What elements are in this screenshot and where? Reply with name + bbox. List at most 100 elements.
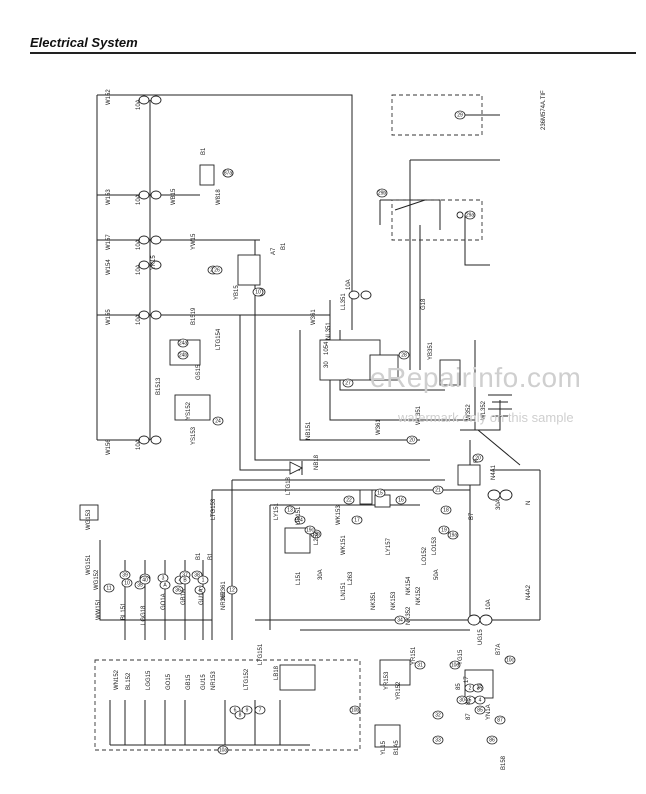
callout-bubble	[254, 705, 266, 715]
fuse-rating: 30A	[318, 569, 324, 580]
callout-number: 29a	[466, 213, 475, 219]
callout-number: 10	[255, 290, 261, 296]
callout-number: 9	[246, 708, 249, 714]
callout-bubble	[241, 705, 253, 715]
terminal-label: 17	[464, 676, 470, 683]
switch-row	[99, 540, 310, 746]
callout-number: 13	[287, 508, 293, 514]
callout-bubble	[464, 210, 476, 220]
wire-label: LGG18	[141, 605, 147, 625]
callout-bubble	[432, 485, 444, 495]
wire-label: GS15	[196, 364, 202, 380]
callout-number: 17	[354, 518, 360, 524]
wire-label: NL351	[326, 322, 332, 340]
wire-label: LTG151	[258, 643, 264, 665]
wire-label: B1513	[156, 377, 162, 395]
callout-number: 10	[124, 581, 130, 587]
callout-number: 24b	[179, 353, 188, 359]
callout-number: 28	[401, 353, 407, 359]
callout-bubble	[212, 416, 224, 426]
wire-label: B158	[501, 755, 507, 770]
terminal-label: B1	[281, 242, 287, 250]
wire-label: BL151	[121, 602, 127, 620]
wire-label: L151	[296, 571, 302, 585]
wire-label: WG153	[86, 509, 92, 530]
callout-bubble	[432, 735, 444, 745]
callout-number: 36	[175, 588, 181, 594]
page-title: Electrical System	[30, 35, 138, 50]
fuse-rating: 10A	[136, 264, 142, 275]
callout-bubble	[438, 525, 450, 535]
wire-label: NK153	[391, 591, 397, 610]
callout-number: 2	[469, 686, 472, 692]
wire-label: W818	[216, 189, 222, 205]
wire-label: UG15	[478, 629, 484, 645]
figure-id: 236M574A.TIF	[541, 90, 547, 130]
wire-label: WN152	[114, 669, 120, 690]
wire-label: WK151	[341, 535, 347, 555]
fuse-rating: 10A	[136, 239, 142, 250]
wire-label: WW151	[96, 598, 102, 620]
wire-label: YL15	[381, 740, 387, 755]
callout-number: 21	[435, 488, 441, 494]
callout-number: A	[163, 583, 167, 589]
terminal-label: A7	[271, 247, 277, 255]
wire-label: LN151	[341, 582, 347, 600]
callout-number: 20	[475, 456, 481, 462]
callout-number: 19a	[449, 533, 458, 539]
wire-label: LB18	[274, 665, 280, 680]
callout-number: 32	[435, 713, 441, 719]
callout-bubble	[252, 287, 264, 297]
wire-label: W156	[106, 439, 112, 455]
wire-label: WG151	[86, 554, 92, 575]
wire-label: LL351	[341, 293, 347, 310]
callout-number: 16	[398, 498, 404, 504]
callout-bubble	[194, 585, 206, 595]
fuse-rating: 10A	[486, 599, 492, 610]
wire-label: YS152	[186, 401, 192, 420]
terminal-label: B7	[469, 512, 475, 520]
callout-bubble	[440, 505, 452, 515]
wire-label: GU1A	[199, 589, 205, 605]
wire-label: WL352	[481, 400, 487, 420]
battery	[488, 394, 512, 417]
fuse-rating: 10A	[346, 279, 352, 290]
callout-number: 10c	[506, 658, 515, 664]
wire-label: B7A	[496, 644, 502, 655]
terminal-label: B1	[196, 552, 202, 560]
callout-number: 22	[346, 498, 352, 504]
wire-label: B1A5	[394, 740, 400, 755]
wire-label: NB151	[306, 421, 312, 440]
callout-bubble	[179, 575, 191, 585]
header-rule	[30, 52, 636, 54]
wire-label: YB15	[234, 285, 240, 300]
wire-label: W157	[106, 234, 112, 250]
callout-number: 26	[214, 268, 220, 274]
watermark-sub: watermark only on this sample	[398, 410, 574, 425]
callout-number: 35	[137, 583, 143, 589]
wire-label: LTG18	[286, 476, 292, 495]
wire-label: YR152	[396, 681, 402, 700]
wire-label: YB351	[428, 341, 434, 360]
callout-bubble	[449, 660, 461, 670]
wire-label: LY157	[386, 537, 392, 555]
wire-label: LY151	[274, 502, 280, 520]
wire-label: WG152	[94, 569, 100, 590]
callout-number: 4	[479, 698, 482, 704]
wire-label: GB15	[186, 674, 192, 690]
terminal-label: 85	[456, 683, 462, 690]
terminal-label: 87	[466, 713, 472, 720]
callout-number: 10a	[219, 748, 228, 754]
callout-number: 1	[202, 578, 205, 584]
wire-label: LTG154	[216, 328, 222, 350]
callout-bubble	[304, 525, 316, 535]
wire-label: W155	[106, 309, 112, 325]
wire-label: YG15	[458, 649, 464, 665]
callout-number: 39	[122, 573, 128, 579]
callout-bubble	[472, 683, 484, 693]
callout-number: 6	[234, 708, 237, 714]
callout-number: 30	[459, 698, 465, 704]
fuse-rating: 30A	[496, 499, 502, 510]
terminal-label: 1054	[324, 341, 330, 355]
